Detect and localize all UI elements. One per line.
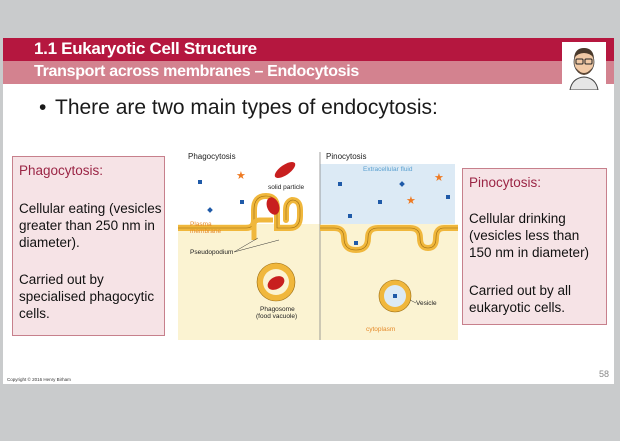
phagocytosis-box: Phagocytosis: Cellular eating (vesicles …: [12, 156, 165, 336]
text-line: Carried out by: [19, 272, 104, 287]
phagocytosis-definition: Cellular eating (vesicles greater than 2…: [19, 200, 162, 251]
phagosome-label: Phagosome (food vacuole): [256, 306, 297, 320]
pseudopodium-arm: [251, 217, 273, 240]
phagocytosis-note: Carried out by specialised phagocytic ce…: [19, 271, 154, 322]
text-line: specialised phagocytic: [19, 289, 155, 304]
pinocytosis-note: Carried out by all eukaryotic cells.: [469, 282, 571, 316]
text-line: Cellular drinking: [469, 211, 566, 226]
pseudopodium-label: Pseudopodium: [190, 249, 233, 256]
plasma-membrane-label: Plasma membrane: [190, 221, 221, 235]
presenter-avatar-icon: [562, 42, 606, 90]
bullet-dot: •: [39, 96, 47, 119]
solid-particle: [274, 161, 296, 179]
molecule: [354, 241, 358, 245]
solid-particle-label: solid particle: [268, 184, 305, 191]
molecule: [240, 200, 244, 204]
slide-title: 1.1 Eukaryotic Cell Structure: [34, 39, 257, 58]
pinocytosis-definition: Cellular drinking (vesicles less than 15…: [469, 210, 589, 261]
engulfed-particle: [266, 197, 280, 215]
cytoplasm-label: cytoplasm: [366, 326, 395, 333]
extracellular-region: [320, 164, 455, 224]
cytoplasm-region: [178, 224, 458, 340]
text-line: cells.: [19, 306, 50, 321]
digested-particle: [267, 276, 285, 290]
extracellular-fluid-label: Extracellular fluid: [363, 166, 413, 173]
molecule-star: ★: [236, 170, 246, 182]
title-band: [3, 38, 614, 61]
molecule: [338, 182, 342, 186]
subtitle-band: [3, 61, 614, 84]
bullet-point: • There are two main types of endocytosis…: [39, 96, 438, 120]
pinocytosis-box: Pinocytosis: Cellular drinking (vesicles…: [462, 168, 607, 325]
slide-subtitle: Transport across membranes – Endocytosis: [34, 63, 360, 80]
text-line: Carried out by all: [469, 283, 572, 298]
phagocytosis-label: Phagocytosis: [188, 152, 236, 161]
pinocytosis-heading: Pinocytosis:: [469, 175, 542, 190]
page-number: 58: [599, 369, 610, 379]
text-line: Cellular eating (vesicles: [19, 201, 162, 216]
molecule-star: ★: [406, 195, 416, 207]
molecule: [198, 180, 202, 184]
copyright-footer: Copyright © 2016 Henry Birham: [7, 377, 71, 382]
molecule-star: ★: [434, 172, 444, 184]
bullet-text: There are two main types of endocytosis:: [55, 96, 438, 119]
text-line: greater than 250 nm in: [19, 218, 155, 233]
slide: 1.1 Eukaryotic Cell Structure Transport …: [3, 38, 614, 384]
endocytosis-diagram: Phagocytosis Pinocytosis ★ solid particl…: [178, 150, 458, 340]
molecule: [393, 294, 397, 298]
vesicle-label: Vesicle: [416, 300, 437, 307]
text-line: (vesicles less than: [469, 228, 580, 243]
text-line: 150 nm in diameter): [469, 245, 590, 260]
text-line: diameter).: [19, 235, 80, 250]
text-line: eukaryotic cells.: [469, 300, 566, 315]
pinocytosis-label: Pinocytosis: [326, 152, 366, 161]
molecule: [446, 195, 450, 199]
phagocytosis-heading: Phagocytosis:: [19, 163, 104, 178]
molecule: [378, 200, 382, 204]
molecule: [348, 214, 352, 218]
